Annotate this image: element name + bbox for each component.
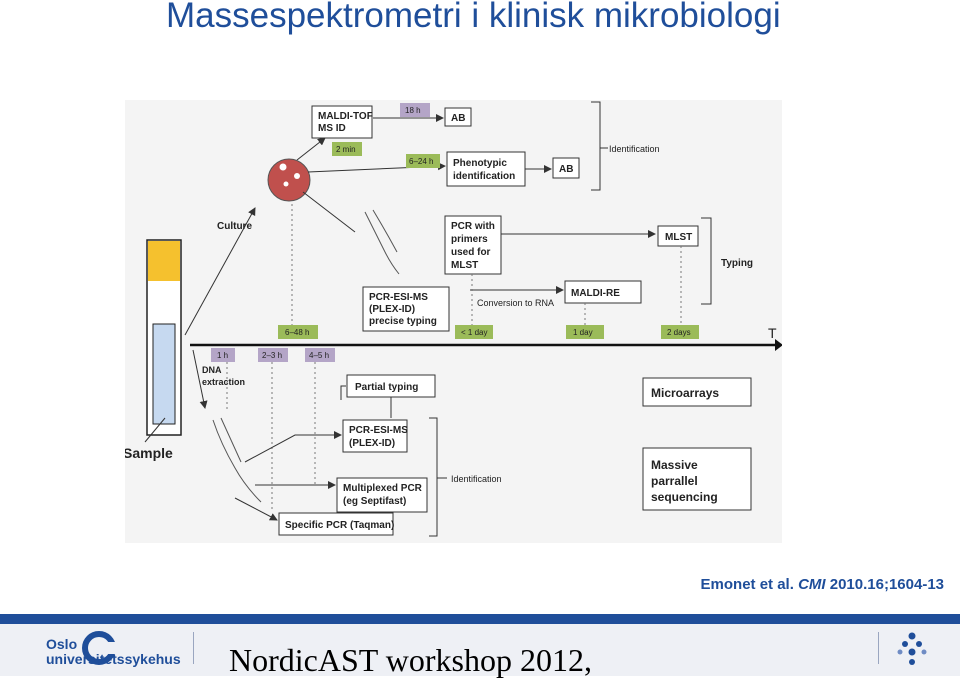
mlst-label: MLST	[665, 232, 692, 243]
culture-colony	[267, 158, 311, 202]
tag-1h	[211, 348, 235, 362]
tag-6-24h	[406, 154, 440, 168]
pcr-esi-ms-bot-l2: (PLEX-ID)	[349, 438, 395, 449]
time-axis-label: T	[768, 325, 777, 341]
multiplexed-l2: (eg Septifast)	[343, 496, 406, 507]
multiplexed-l1: Multiplexed PCR	[343, 483, 423, 494]
tag-4-5h	[305, 348, 335, 362]
identification-label-bottom: Identification	[451, 474, 502, 484]
hospital-logo-icon	[82, 631, 119, 665]
multiplexed-pcr-box	[336, 477, 428, 513]
tag-lt1day-label: < 1 day	[461, 328, 487, 337]
maldi-re-label: MALDI-RE	[571, 288, 620, 299]
timeline-arrowhead	[775, 339, 782, 351]
workshop-text: NordicAST workshop 2012,	[229, 642, 592, 678]
maldi-tof-sub: MS ID	[318, 123, 346, 134]
typing-bracket	[701, 217, 712, 305]
ab-label-1: AB	[451, 113, 465, 124]
citation-authors: Emonet et al.	[700, 576, 794, 593]
workflow-svg: T Sample Culture MALDI-TOF MS ID 18 h AB…	[125, 101, 782, 537]
tag-1h-label: 1 h	[217, 351, 228, 360]
tag-2min-label: 2 min	[336, 145, 356, 154]
tag-1day	[566, 325, 604, 339]
tag-2days-label: 2 days	[667, 328, 691, 337]
dots-logo-icon	[897, 632, 927, 665]
tag-6-48h	[278, 325, 318, 339]
maldi-tof-box	[311, 105, 373, 139]
culture-arrow	[184, 207, 256, 336]
culture-label: Culture	[217, 221, 252, 232]
citation-ref: 2010.16;1604-13	[829, 576, 944, 593]
dna-extraction-l1: DNA	[202, 365, 222, 375]
pcr-primers-l3: used for	[451, 247, 491, 258]
tag-18h	[400, 103, 430, 117]
slide-title: Massespektrometri i klinisk mikrobiologi	[166, 0, 781, 35]
typing-label: Typing	[721, 258, 753, 269]
tag-4-5h-label: 4–5 h	[309, 351, 329, 360]
logo-text-line2: universitetssykehus	[46, 651, 181, 667]
tag-6-48h-label: 6–48 h	[285, 328, 309, 337]
sequencing-l3: sequencing	[651, 490, 718, 504]
extraction-arrow	[192, 349, 208, 409]
specific-pcr-box	[278, 512, 394, 536]
dna-strand-top	[364, 211, 400, 275]
logo-text-line1: Oslo	[46, 636, 78, 652]
dna-extraction-l2: extraction	[202, 377, 245, 387]
phenotypic-box	[446, 151, 526, 187]
citation: Emonet et al. CMI 2010.16;1604-13	[701, 576, 944, 593]
pcr-esi-ms-bottom-box	[342, 419, 408, 453]
footer-divider-left	[193, 632, 194, 664]
pcr-primers-l4: MLST	[451, 260, 478, 271]
dashed-guides	[226, 204, 682, 512]
dna-strand-bottom	[212, 419, 262, 503]
pcr-primers-box	[444, 215, 502, 275]
specific-pcr-label: Specific PCR (Taqman)	[285, 520, 394, 531]
partial-typing-label: Partial typing	[355, 382, 418, 393]
pcr-esi-ms-top-l1: PCR-ESI-MS	[369, 292, 428, 303]
ab-box-2	[552, 157, 580, 179]
pcr-primers-l1: PCR with	[451, 221, 495, 232]
pcr-esi-ms-top-l2: (PLEX-ID)	[369, 304, 415, 315]
tag-lt1day	[455, 325, 493, 339]
microarrays-box	[642, 377, 752, 407]
citation-journal: CMI	[798, 576, 826, 593]
sample-tube	[146, 239, 182, 436]
maldi-tof-label: MALDI-TOF	[318, 111, 373, 122]
tag-2-3h-label: 2–3 h	[262, 351, 282, 360]
footer-bar	[0, 614, 960, 624]
sample-label: Sample	[125, 445, 173, 461]
diagnostic-workflow-diagram: T Sample Culture MALDI-TOF MS ID 18 h AB…	[125, 100, 782, 543]
microarrays-label: Microarrays	[651, 386, 719, 400]
tag-1day-label: 1 day	[573, 328, 593, 337]
footer-divider-right	[878, 632, 879, 664]
tag-6-24h-label: 6–24 h	[409, 157, 433, 166]
pcr-esi-ms-top-box	[362, 286, 450, 332]
tag-2min	[332, 142, 362, 156]
tag-2-3h	[258, 348, 288, 362]
footer-strip	[0, 624, 960, 676]
ab-label-2: AB	[559, 164, 573, 175]
phenotypic-label: Phenotypic	[453, 158, 507, 169]
sequencing-l2: parrallel	[651, 474, 698, 488]
pcr-esi-ms-bot-l1: PCR-ESI-MS	[349, 425, 408, 436]
identification-bracket-bottom	[429, 417, 438, 537]
tag-18h-label: 18 h	[405, 106, 421, 115]
phenotypic-sub: identification	[453, 171, 515, 182]
pcr-primers-l2: primers	[451, 234, 488, 245]
sample-pointer	[144, 417, 166, 443]
mlst-box	[657, 225, 699, 247]
tag-2days	[661, 325, 699, 339]
maldi-re-box	[564, 280, 642, 304]
identification-label-top: Identification	[609, 144, 660, 154]
sequencing-l1: Massive	[651, 458, 698, 472]
conversion-label: Conversion to RNA	[477, 298, 554, 308]
identification-bracket-top	[591, 101, 601, 191]
ab-box-1	[444, 107, 472, 127]
pcr-esi-ms-top-l3: precise typing	[369, 316, 437, 327]
sequencing-box	[642, 447, 752, 511]
